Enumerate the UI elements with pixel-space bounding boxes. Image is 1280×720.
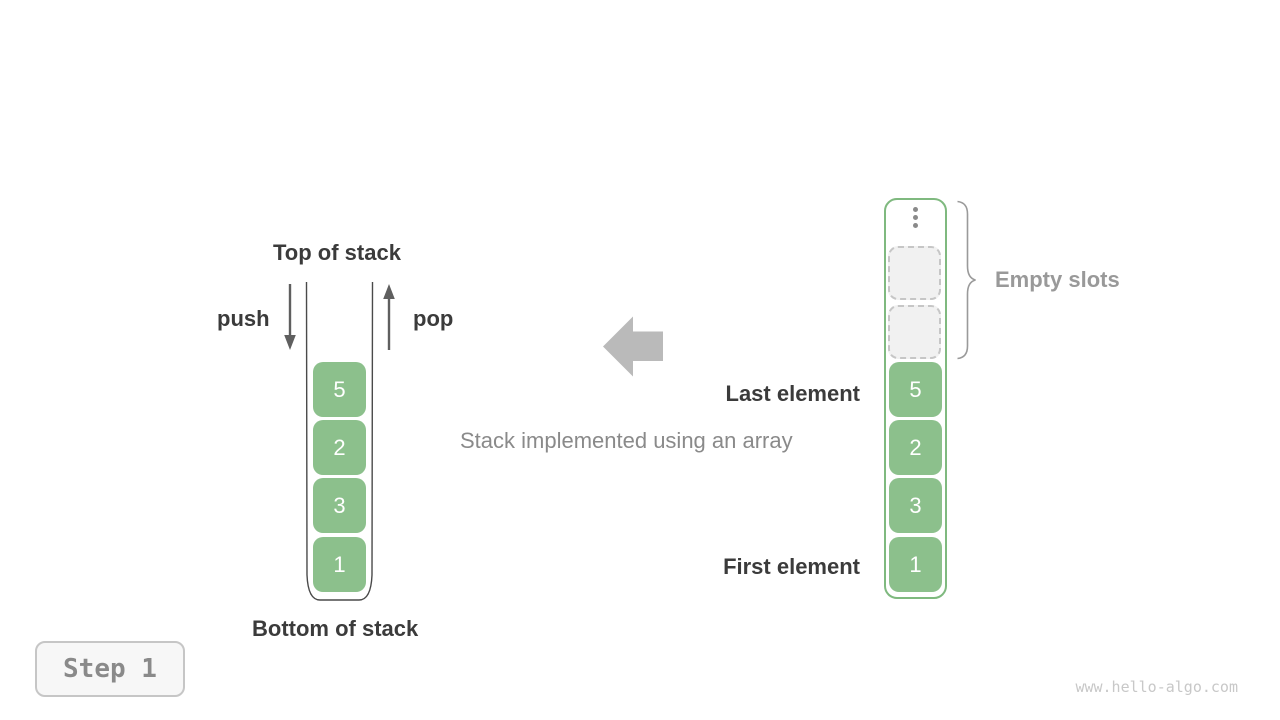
empty-slots-label: Empty slots (995, 267, 1120, 292)
watermark: www.hello-algo.com (1075, 678, 1238, 696)
push-label: push (217, 306, 270, 331)
vertical-ellipsis-icon (913, 207, 918, 228)
empty-slots-brace (957, 200, 976, 360)
step-badge[interactable]: Step 1 (35, 641, 185, 697)
left-block-arrow-icon (603, 316, 663, 377)
empty-slot (888, 246, 941, 300)
array-cell: 2 (889, 420, 942, 475)
step-badge-label: Step 1 (63, 654, 157, 684)
first-element-label: First element (723, 554, 860, 579)
array-cell: 5 (889, 362, 942, 417)
top-of-stack-label: Top of stack (273, 240, 401, 265)
pop-label: pop (413, 306, 454, 331)
array-cell: 3 (889, 478, 942, 533)
last-element-label: Last element (725, 381, 861, 406)
stack-cell: 3 (313, 478, 366, 533)
empty-slot (888, 305, 941, 359)
push-arrow-icon (284, 284, 296, 350)
stack-cell: 1 (313, 537, 366, 592)
diagram-caption: Stack implemented using an array (460, 428, 793, 453)
array-cell: 1 (889, 537, 942, 592)
pop-arrow-icon (383, 284, 395, 350)
bottom-of-stack-label: Bottom of stack (252, 616, 419, 641)
stack-cell: 5 (313, 362, 366, 417)
stack-cell: 2 (313, 420, 366, 475)
